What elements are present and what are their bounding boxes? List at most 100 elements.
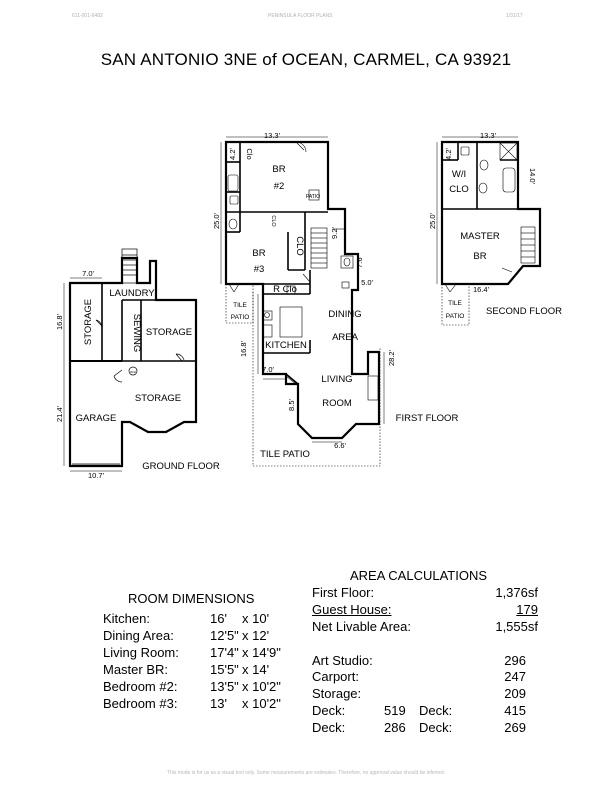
room-label-br2: BR [272, 164, 285, 175]
water-heater-label: W/H [130, 370, 136, 374]
second-tile-patio-line2: PATIO [446, 313, 465, 320]
room-dimension-length: 17'4" [210, 645, 239, 660]
dim-first-left: 25.0' [212, 212, 221, 229]
second-floor-fixtures [444, 142, 536, 293]
disclaimer-footer: This mode is for us as a visual tool onl… [166, 770, 445, 776]
ground-stairs [121, 248, 138, 284]
dim-ground-left-upper: 16.8' [55, 313, 64, 330]
dim-first-stair: 9.2' [330, 227, 339, 239]
room-label-br3-number: #3 [254, 264, 265, 275]
room-label-dining-line2: AREA [332, 332, 359, 343]
tile-patio-label: TILE PATIO [260, 449, 310, 460]
closet-label-a: Clo [245, 148, 254, 159]
dim-first-right-small: 7.6' [355, 256, 364, 268]
page-title: SAN ANTONIO 3NE of OCEAN, CARMEL, CA 939… [100, 50, 512, 69]
second-patio-outline [441, 284, 470, 326]
room-label-master-line2: BR [473, 251, 486, 262]
room-dimensions-title: ROOM DIMENSIONS [128, 591, 255, 606]
room-label-laundry: LAUNDRY [109, 288, 155, 299]
dim-first-clo: 4.2' [228, 148, 237, 160]
room-dimension-width: x 12' [242, 628, 270, 643]
ground-dimension-lines [63, 277, 122, 472]
room-label-storage-vertical: STORAGE [83, 299, 94, 345]
area-row-storage: Storage: 209 [312, 686, 538, 702]
room-label-br2-number: #2 [274, 181, 285, 192]
ground-outline [68, 256, 198, 468]
door-swing [113, 369, 123, 383]
room-label-br3: BR [252, 248, 265, 259]
first-floor-walls [226, 142, 358, 385]
area-row-art-studio: Art Studio: 296 [312, 653, 538, 669]
room-dimension-name: Master BR: [103, 662, 169, 677]
area-value: 179 [516, 602, 538, 617]
first-floor-outline [224, 140, 381, 440]
closet-label-c: CLO [294, 236, 305, 256]
closet-label-b: CLO [270, 215, 276, 227]
dim-first-top: 13.3' [264, 131, 281, 140]
dim-first-bay: 6.6' [334, 441, 346, 450]
room-label-kitchen: KITCHEN [265, 340, 307, 351]
header-date: 1/31/17 [506, 13, 523, 19]
room-dimension-width: x 14' [242, 662, 270, 677]
caption-ground-floor: GROUND FLOOR [142, 461, 220, 472]
room-dimension-width: x 10'2" [242, 696, 281, 711]
second-floor-dimension-lines [436, 136, 518, 284]
area-label: Deck: [312, 703, 346, 718]
area-value: 519 [384, 703, 406, 718]
area-value: 415 [504, 703, 526, 718]
dim-second-left: 25.0' [428, 212, 437, 229]
area-row-deck-2: Deck: 286 Deck: 269 [312, 720, 538, 736]
header-company: PENINSULA FLOOR PLANS [268, 13, 333, 19]
dim-ground-top: 7.0' [82, 269, 94, 278]
area-row-guest-house: Guest House: 179 [312, 602, 538, 618]
header-id: 611-001-6482 [72, 13, 103, 19]
dim-ground-bottom: 10.7' [88, 471, 105, 480]
area-value: 286 [384, 720, 406, 735]
room-label-living-line1: LIVING [321, 374, 352, 385]
room-label-sewing: SEWING [131, 314, 142, 353]
water-heater-icon [128, 366, 138, 376]
area-value: 209 [504, 686, 526, 701]
room-dimension-name: Bedroom #2: [103, 679, 178, 694]
dim-first-living-top: 7.0' [262, 365, 274, 374]
area-value: 269 [504, 720, 526, 735]
dim-first-living-left: 8.5' [287, 399, 296, 411]
tile-patio-small-line1: TILE [233, 302, 247, 309]
room-label-wi-line2: CLO [449, 184, 469, 195]
area-value: 1,555sf [495, 619, 538, 634]
room-dimension-width: x 14'9" [242, 645, 281, 660]
area-label: Net Livable Area: [312, 619, 412, 634]
area-value: 1,376sf [495, 585, 538, 600]
dim-second-top: 13.3' [480, 131, 497, 140]
room-label-storage-b: STORAGE [135, 393, 181, 404]
first-floor-plan [220, 136, 385, 467]
room-dimension-length: 15'5" [210, 662, 239, 677]
area-label: Deck: [419, 703, 453, 718]
room-label-dining-line1: DINING [328, 309, 361, 320]
room-dimension-name: Living Room: [103, 645, 179, 660]
room-dimension-length: 13'5" [210, 679, 239, 694]
area-row-net-livable: Net Livable Area: 1,555sf [312, 619, 538, 635]
room-label-living-line2: ROOM [322, 398, 352, 409]
second-floor-plan [436, 136, 542, 326]
area-calculations-title: AREA CALCULATIONS [350, 568, 488, 583]
first-floor-door-swings [228, 141, 345, 385]
room-dimension-width: x 10'2" [242, 679, 281, 694]
patio-small-label: PATIO [306, 194, 320, 200]
closet-label-r: R Clo [273, 284, 297, 295]
tile-patio-small [225, 284, 254, 324]
area-label: Deck: [312, 720, 346, 735]
first-floor-stairs [310, 227, 328, 269]
room-dimension-name: Kitchen: [103, 611, 150, 626]
dim-first-kitchen-left: 16.8' [239, 340, 248, 357]
room-dimension-name: Dining Area: [103, 628, 174, 643]
caption-first-floor: FIRST FLOOR [396, 413, 459, 424]
first-floor-dimension-lines [220, 136, 385, 443]
dim-second-right: 16.4' [473, 285, 490, 294]
ground-floor-plan [63, 248, 198, 472]
area-label: Deck: [419, 720, 453, 735]
area-row-first-floor: First Floor: 1,376sf [312, 585, 538, 601]
area-label: Carport: [312, 669, 359, 684]
tile-patio-small-line2: PATIO [231, 314, 250, 321]
